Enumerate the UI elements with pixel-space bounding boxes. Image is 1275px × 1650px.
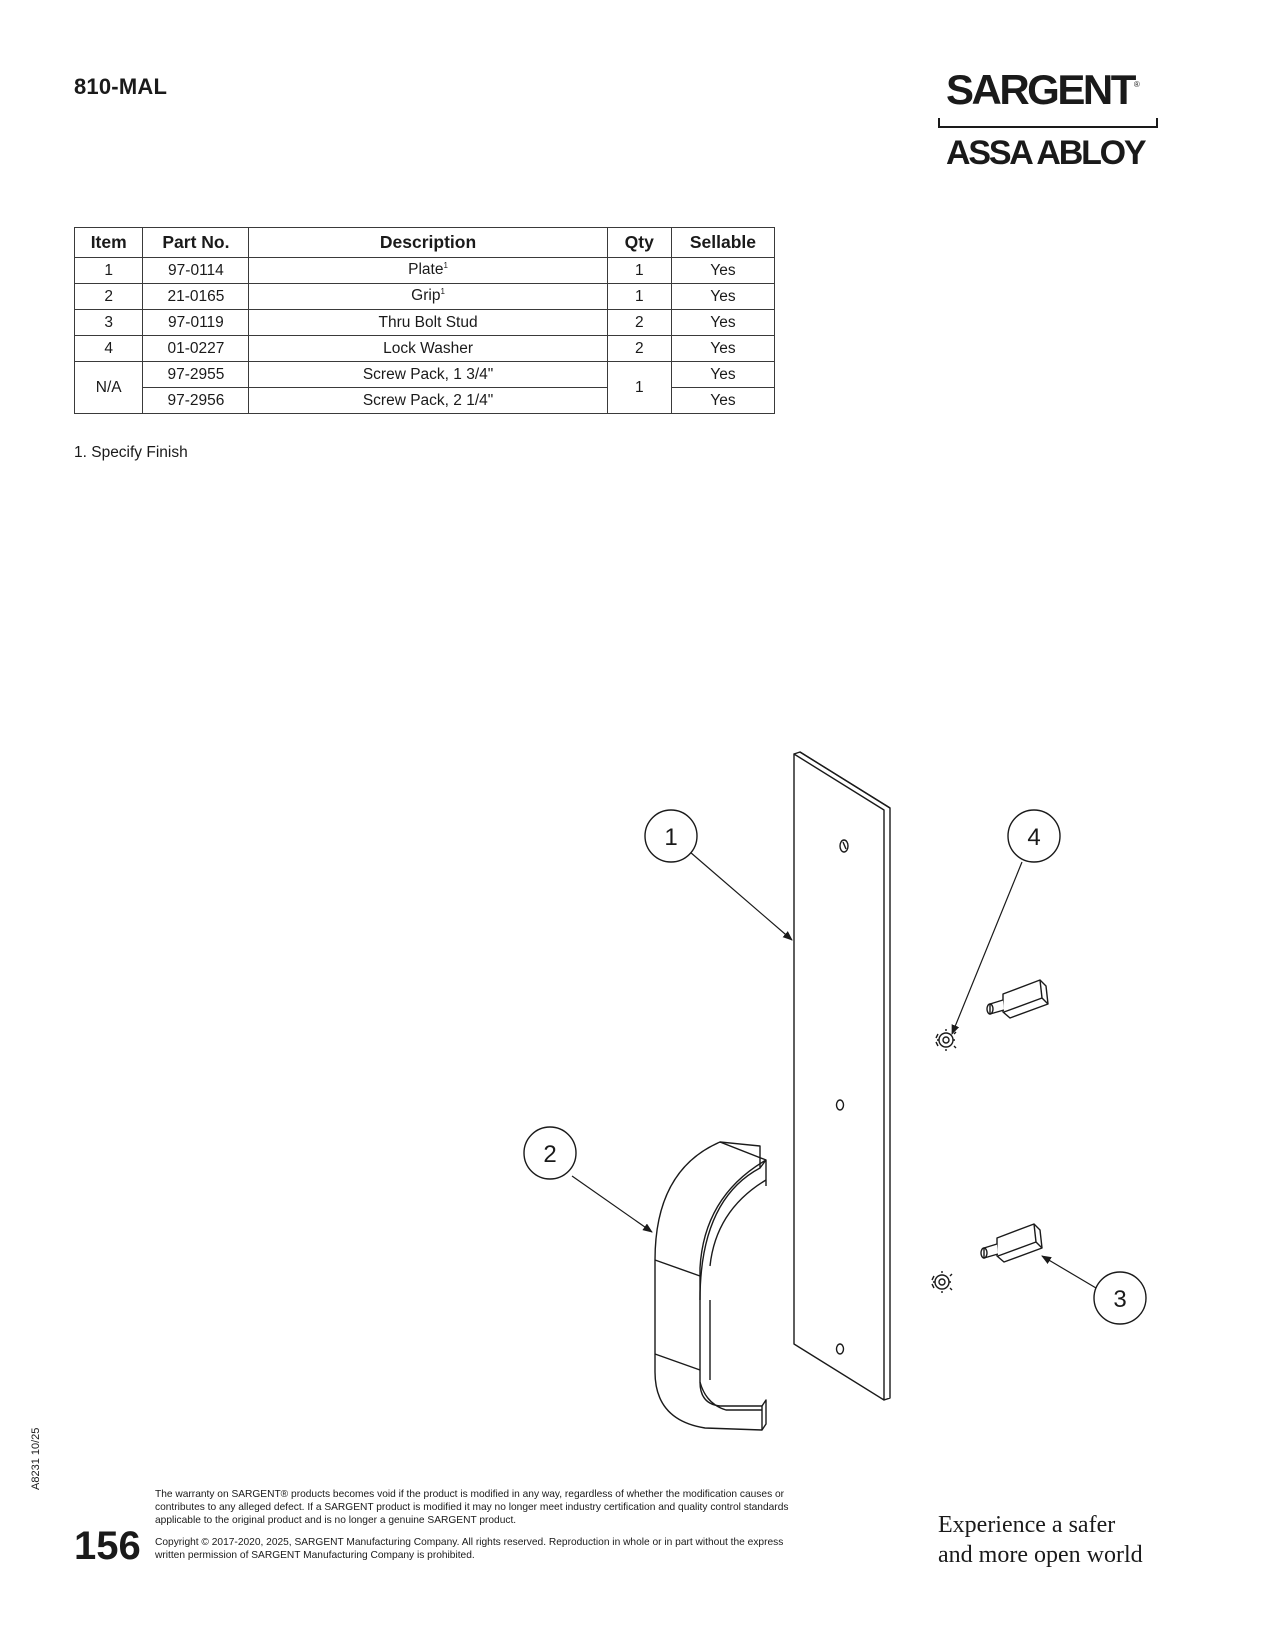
logo-bracket xyxy=(938,118,1158,128)
plate-drawing xyxy=(793,751,891,1401)
cell-part-no: 97-2955 xyxy=(142,361,250,388)
callout-1: 1 xyxy=(644,809,698,863)
page-number: 156 xyxy=(74,1524,141,1568)
callout-4: 4 xyxy=(1007,809,1061,863)
cell-item: N/A xyxy=(73,361,144,414)
cell-description: Thru Bolt Stud xyxy=(248,309,608,336)
header-part-no: Part No. xyxy=(142,227,250,258)
table-row: 4 01-0227 Lock Washer 2 Yes xyxy=(73,335,776,362)
cell-sellable: Yes xyxy=(670,387,776,414)
table-row: 97-2956 Screw Pack, 2 1/4" Yes xyxy=(75,387,776,414)
cell-description: Screw Pack, 1 3/4" xyxy=(248,361,608,388)
cell-part-no: 21-0165 xyxy=(142,283,250,310)
sargent-assa-abloy-logo: SARGENT® ASSA ABLOY xyxy=(938,66,1160,178)
table-row: 2 21-0165 Grip1 1 Yes xyxy=(73,283,776,310)
cell-description: Screw Pack, 2 1/4" xyxy=(248,387,608,414)
callout-2: 2 xyxy=(523,1126,577,1180)
upper-stud-drawing xyxy=(935,979,1049,1051)
callout-3-label: 3 xyxy=(1113,1286,1126,1313)
table-row: 1 97-0114 Plate1 1 Yes xyxy=(73,257,776,284)
cell-item: 4 xyxy=(73,335,144,362)
header-item: Item xyxy=(73,227,144,258)
parts-table: Item Part No. Description Qty Sellable 1… xyxy=(73,227,776,414)
cell-description: Grip1 xyxy=(248,283,608,310)
model-title: 810-MAL xyxy=(74,74,168,99)
copyright-notice: Copyright © 2017-2020, 2025, SARGENT Man… xyxy=(155,1537,784,1561)
cell-sellable: Yes xyxy=(670,283,776,310)
table-header-row: Item Part No. Description Qty Sellable xyxy=(73,227,776,258)
cell-qty: 2 xyxy=(606,309,672,336)
exploded-parts-diagram: 1 4 2 3 xyxy=(523,751,1147,1431)
cell-part-no: 97-2956 xyxy=(142,387,250,414)
cell-item: 1 xyxy=(73,257,144,284)
leader-lines xyxy=(571,851,1097,1289)
cell-item: 3 xyxy=(73,309,144,336)
cell-qty: 1 xyxy=(606,257,672,284)
header-sellable: Sellable xyxy=(670,227,776,258)
header-description: Description xyxy=(248,227,608,258)
sargent-logo-text: SARGENT® xyxy=(946,66,1140,113)
cell-sellable: Yes xyxy=(670,309,776,336)
warranty-notice: The warranty on SARGENT® products become… xyxy=(155,1489,789,1526)
cell-sellable: Yes xyxy=(670,335,776,362)
header-qty: Qty xyxy=(606,227,672,258)
cell-part-no: 01-0227 xyxy=(142,335,250,362)
tagline-line-2: and more open world xyxy=(938,1542,1143,1568)
cell-sellable: Yes xyxy=(670,257,776,284)
lower-stud-drawing xyxy=(931,1223,1043,1293)
callout-4-label: 4 xyxy=(1027,824,1040,851)
cell-qty: 2 xyxy=(606,335,672,362)
cell-part-no: 97-0114 xyxy=(142,257,250,284)
callout-2-label: 2 xyxy=(543,1141,556,1168)
table-row: N/A 97-2955 Screw Pack, 1 3/4" 1 Yes xyxy=(73,361,776,414)
cell-description: Plate1 xyxy=(248,257,608,284)
footnote: 1. Specify Finish xyxy=(74,444,188,461)
document-code: A8231 10/25 xyxy=(30,1427,42,1490)
assa-abloy-logo-text: ASSA ABLOY xyxy=(946,134,1147,172)
callout-3: 3 xyxy=(1093,1271,1147,1325)
tagline-line-1: Experience a safer xyxy=(938,1512,1116,1538)
tagline: Experience a safer and more open world xyxy=(938,1510,1143,1570)
callout-1-label: 1 xyxy=(664,824,677,851)
grip-drawing xyxy=(654,1141,767,1431)
cell-description: Lock Washer xyxy=(248,335,608,362)
table-row: 3 97-0119 Thru Bolt Stud 2 Yes xyxy=(73,309,776,336)
cell-part-no: 97-0119 xyxy=(142,309,250,336)
cell-qty: 1 xyxy=(606,361,672,414)
cell-sellable: Yes xyxy=(670,361,776,388)
cell-item: 2 xyxy=(73,283,144,310)
cell-qty: 1 xyxy=(606,283,672,310)
